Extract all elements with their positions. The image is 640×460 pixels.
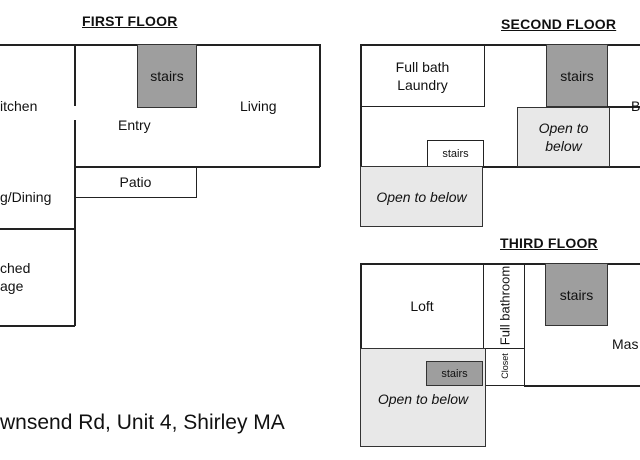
- closet: Closet: [483, 348, 525, 386]
- third-floor-heading: THIRD FLOOR: [500, 235, 598, 251]
- wall: [74, 166, 76, 326]
- garage-label-line2: age: [0, 278, 24, 294]
- wall: [319, 44, 321, 167]
- wall: [524, 385, 640, 387]
- full-bathroom: Full bathroom: [483, 263, 525, 349]
- bath-label-line2: Laundry: [397, 76, 448, 93]
- closet-label: Closet: [500, 353, 510, 379]
- second-open-to-below-left: Open to below: [360, 166, 483, 227]
- wall: [360, 44, 640, 46]
- loft-label: Loft: [410, 298, 434, 314]
- loft: Loft: [360, 263, 484, 349]
- wall: [74, 166, 320, 168]
- full-bath-laundry: Full bath Laundry: [360, 44, 485, 107]
- address-text: wnsend Rd, Unit 4, Shirley MA: [0, 411, 285, 434]
- wall: [0, 325, 75, 327]
- wall: [0, 228, 75, 230]
- wall: [607, 106, 640, 108]
- living-label: Living: [240, 98, 277, 114]
- wall: [74, 44, 76, 106]
- full-bathroom-label: Full bathroom: [497, 265, 513, 346]
- second-small-stairs: stairs: [427, 140, 484, 167]
- wall: [74, 120, 76, 167]
- bath-label-line1: Full bath: [395, 58, 450, 75]
- entry-label: Entry: [118, 117, 151, 133]
- second-open-to-below-right: Open to below: [517, 107, 610, 167]
- bedroom-label-partial: B: [631, 98, 640, 114]
- patio: Patio: [74, 166, 197, 198]
- wall: [360, 166, 640, 168]
- second-floor-stairs: stairs: [546, 44, 608, 107]
- kitchen-label: itchen: [0, 98, 38, 114]
- patio-label: Patio: [119, 174, 152, 190]
- third-small-stairs: stairs: [426, 361, 483, 386]
- first-floor-stairs: stairs: [137, 44, 197, 108]
- dining-label: g/Dining: [0, 189, 52, 205]
- wall: [360, 44, 362, 226]
- third-open-to-below-label: Open to below: [377, 390, 469, 407]
- third-floor-stairs: stairs: [545, 263, 608, 326]
- first-floor-heading: FIRST FLOOR: [82, 13, 178, 29]
- second-floor-heading: SECOND FLOOR: [501, 16, 617, 32]
- garage-label-line1: ched: [0, 260, 31, 276]
- master-label-partial: Mas: [612, 336, 639, 352]
